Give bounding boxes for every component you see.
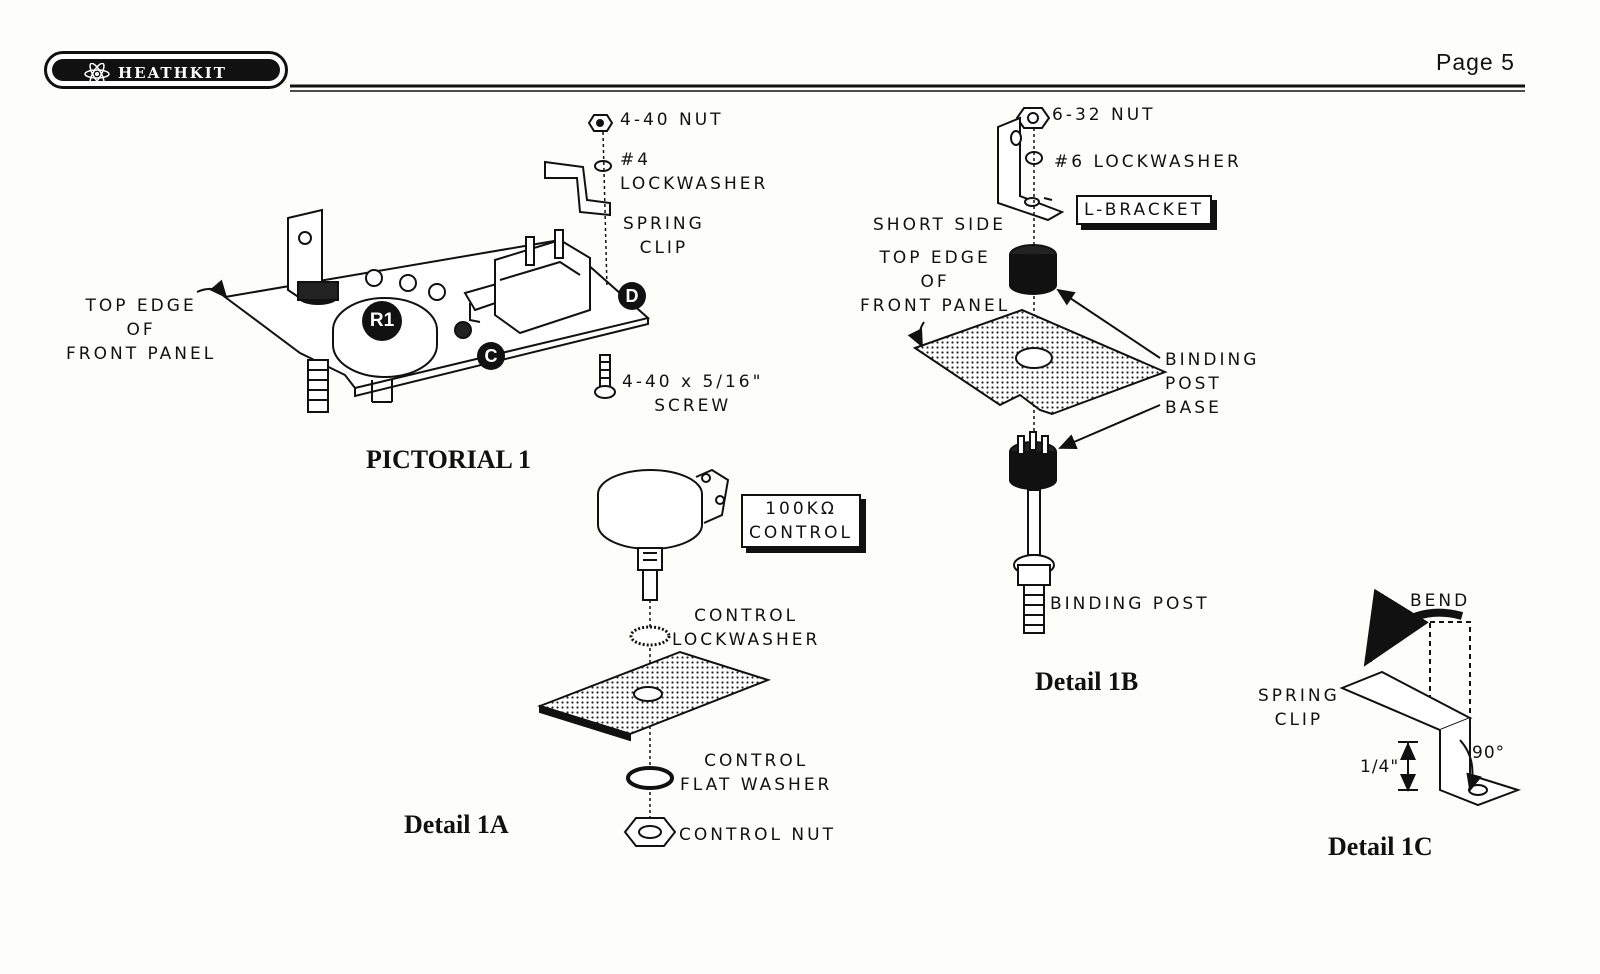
- d1a-lockwasher-label: CONTROL LOCKWASHER: [672, 606, 821, 650]
- page-number: Page 5: [1436, 49, 1515, 75]
- d1b-l-bracket-box: L-BRACKET: [1076, 195, 1212, 225]
- d1b-binding-post-base-label: BINDING POST BASE: [1165, 350, 1260, 418]
- p1-nut-label: 4-40 NUT: [620, 110, 724, 130]
- detail-1c-drawing: [1339, 588, 1522, 807]
- marker-c: C: [477, 342, 505, 370]
- d1b-nut-label: 6-32 NUT: [1052, 105, 1156, 125]
- marker-d: D: [618, 282, 646, 310]
- marker-r1: R1: [362, 301, 402, 341]
- p1-screw-label: 4-40 x 5/16" SCREW: [622, 372, 764, 416]
- pictorial-1-caption: PICTORIAL 1: [366, 445, 531, 474]
- d1b-binding-post-label: BINDING POST: [1050, 594, 1210, 614]
- d1c-dimension-label: 1/4": [1360, 757, 1400, 777]
- heathkit-logo: HEATHKIT: [44, 51, 288, 89]
- pictorial-1-drawing: [196, 114, 651, 413]
- detail-1c-caption: Detail 1C: [1328, 832, 1433, 861]
- brand-name: HEATHKIT: [118, 64, 227, 82]
- p1-lockwasher-label: #4 LOCKWASHER: [620, 150, 769, 194]
- d1a-control-box: 100KΩ CONTROL: [741, 494, 862, 548]
- d1a-nut-label: CONTROL NUT: [679, 825, 836, 845]
- d1c-bend-label: BEND: [1410, 591, 1471, 611]
- detail-1b-drawing: [907, 107, 1168, 634]
- d1a-flat-washer-label: CONTROL FLAT WASHER: [680, 751, 833, 795]
- detail-1a-drawing: [536, 468, 771, 847]
- p1-top-edge-label: TOP EDGE OF FRONT PANEL: [66, 296, 217, 364]
- d1b-top-edge-label: TOP EDGE OF FRONT PANEL: [860, 248, 1011, 316]
- d1c-spring-clip-label: SPRING CLIP: [1258, 686, 1340, 730]
- d1b-short-side-label: SHORT SIDE: [873, 215, 1006, 235]
- detail-1a-caption: Detail 1A: [404, 810, 509, 839]
- atom-icon: [84, 63, 110, 85]
- p1-spring-clip-label: SPRING CLIP: [623, 214, 705, 258]
- d1c-angle-label: 90°: [1472, 743, 1506, 763]
- detail-1b-caption: Detail 1B: [1035, 667, 1139, 696]
- d1b-lockwasher-label: #6 LOCKWASHER: [1054, 152, 1242, 172]
